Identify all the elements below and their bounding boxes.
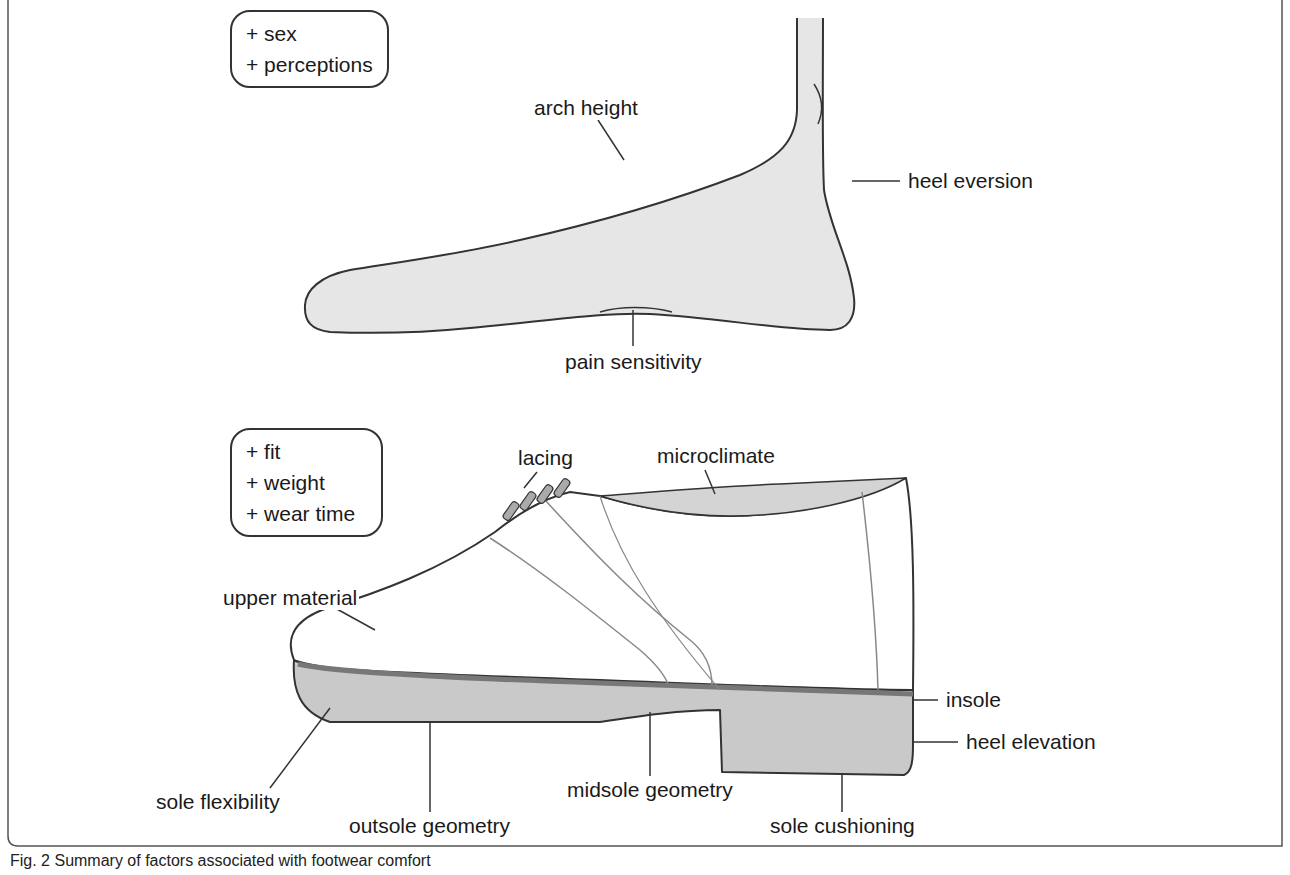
factor-text: + fit: [246, 436, 367, 467]
panel-line: [490, 538, 668, 684]
leader-line: [841, 775, 843, 812]
leader-line: [524, 472, 537, 488]
shoe-opening: [600, 478, 906, 516]
leader-line: [270, 708, 330, 788]
arch-line: [600, 308, 672, 313]
part-label: pain sensitivity: [563, 350, 704, 374]
leader-line: [649, 712, 651, 776]
laces: [502, 478, 571, 522]
lace: [519, 491, 537, 512]
leader-line: [852, 180, 900, 182]
factor-box: + fit+ weight+ wear time: [230, 428, 383, 537]
lace: [553, 478, 571, 499]
part-label: lacing: [516, 446, 575, 470]
figure-caption: Fig. 2 Summary of factors associated wit…: [10, 850, 431, 872]
part-label: sole cushioning: [768, 814, 917, 838]
part-label: heel eversion: [906, 169, 1035, 193]
part-label: outsole geometry: [347, 814, 512, 838]
leader-line: [913, 699, 938, 701]
factor-text: + sex: [246, 18, 373, 49]
insole-line: [298, 664, 913, 694]
part-label: upper material: [221, 586, 359, 610]
factor-text: + perceptions: [246, 49, 373, 80]
lace: [536, 484, 554, 505]
shoe-upper: [291, 478, 914, 690]
factor-text: + weight: [246, 467, 367, 498]
part-label: midsole geometry: [565, 778, 735, 802]
leader-line: [913, 741, 958, 743]
panel-line: [545, 500, 712, 686]
leader-line: [632, 310, 634, 346]
heel-counter-line: [862, 492, 878, 690]
factor-text: + wear time: [246, 498, 367, 529]
part-label: microclimate: [655, 444, 777, 468]
leader-line: [429, 722, 431, 812]
part-label: arch height: [532, 96, 640, 120]
ankle-bone: [814, 84, 821, 124]
leader-line: [705, 470, 715, 494]
quarter-line: [600, 496, 720, 690]
leader-line: [598, 120, 624, 160]
leader-line: [335, 608, 375, 630]
figure-frame: [8, 0, 1282, 846]
part-label: sole flexibility: [154, 790, 282, 814]
part-label: heel elevation: [964, 730, 1098, 754]
lace: [502, 501, 520, 522]
factor-box: + sex+ perceptions: [230, 10, 389, 88]
part-label: insole: [944, 688, 1003, 712]
